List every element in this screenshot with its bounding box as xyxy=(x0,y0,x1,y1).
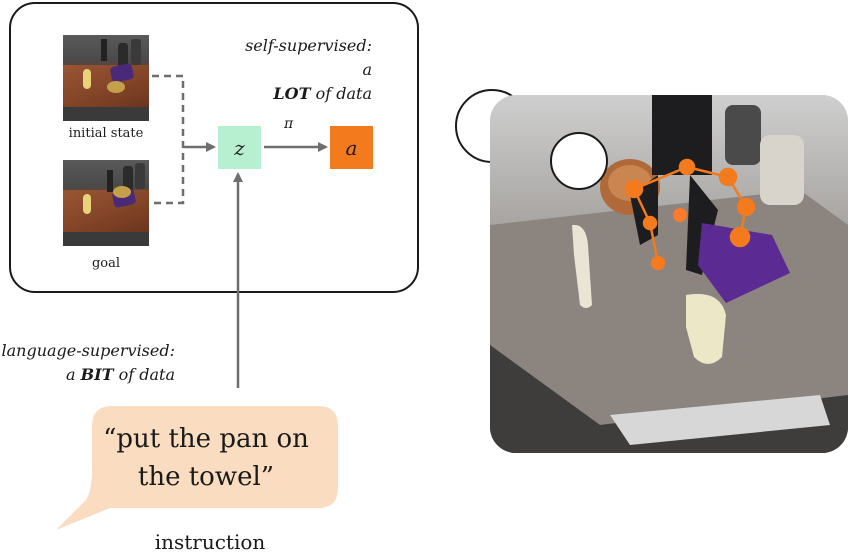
self-supervised-line1: self-supervised: a xyxy=(245,36,372,79)
instruction-text: “put the pan on the towel” xyxy=(86,420,326,496)
language-line2-prefix: a xyxy=(65,365,81,384)
self-supervised-bold: LOT xyxy=(273,84,311,103)
goal-caption: goal xyxy=(91,256,121,271)
self-supervised-tail: of data xyxy=(310,84,372,103)
robot-scene-image xyxy=(490,95,848,453)
keypoint-skeleton xyxy=(624,158,756,271)
initial-state-caption: initial state xyxy=(68,126,144,141)
action-a-box: a xyxy=(330,126,373,169)
back-canister xyxy=(725,105,761,165)
dashed-connector xyxy=(152,74,185,205)
latent-z-box: z xyxy=(218,126,261,169)
purple-towel xyxy=(698,223,790,303)
thought-bubble-small xyxy=(550,132,608,190)
policy-pi-label: π xyxy=(284,116,294,132)
self-supervised-line2: LOT of data xyxy=(232,82,372,106)
language-supervised-label: language-supervised: a BIT of data xyxy=(0,339,175,387)
instruction-caption: instruction xyxy=(154,530,266,554)
corn-object xyxy=(686,293,726,364)
goal-image xyxy=(63,160,149,246)
initial-state-image xyxy=(63,35,149,121)
language-line2-bold: BIT xyxy=(80,365,114,384)
instruction-line2: the towel” xyxy=(137,462,275,492)
language-line2-tail: of data xyxy=(113,365,175,384)
self-supervised-label: self-supervised: a LOT of data xyxy=(232,34,372,106)
knife xyxy=(572,224,592,308)
white-container xyxy=(760,135,804,205)
instruction-line1: “put the pan on xyxy=(103,424,309,454)
robot-scene-drawing xyxy=(490,95,848,453)
language-supervised-line2: a BIT of data xyxy=(0,363,175,387)
language-supervised-line1: language-supervised: xyxy=(1,341,175,360)
speech-bubble xyxy=(56,406,338,530)
